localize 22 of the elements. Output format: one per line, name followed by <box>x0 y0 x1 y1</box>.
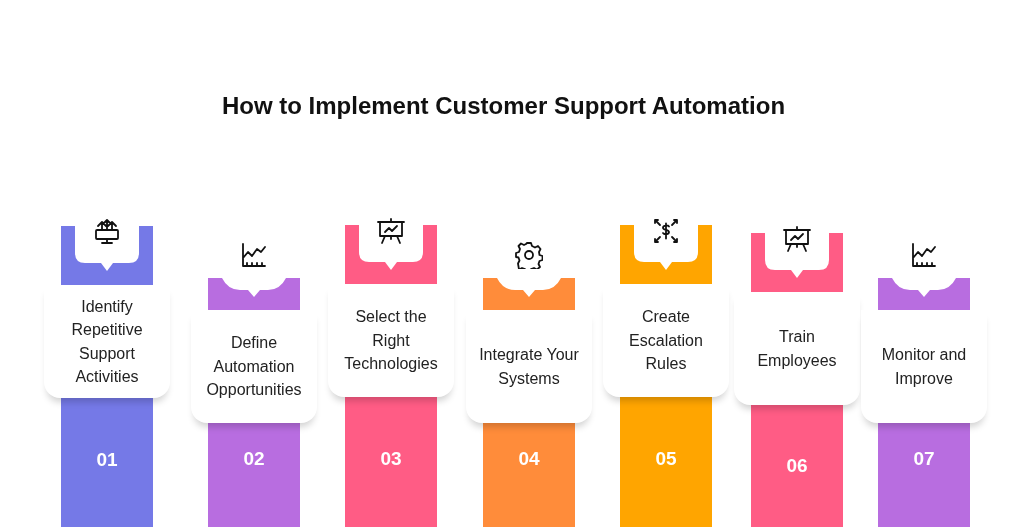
step-number: 06 <box>785 455 809 477</box>
step-label: Monitor and Improve <box>880 345 968 389</box>
step-label: Integrate Your Systems <box>478 345 580 389</box>
diagram-title: How to Implement Customer Support Automation <box>220 92 787 120</box>
step-card <box>328 284 454 397</box>
step-number: 03 <box>379 448 403 470</box>
step-card <box>191 310 317 423</box>
step-card <box>861 310 987 423</box>
step-label: Select the Right Technologies <box>343 307 439 375</box>
step-card <box>734 292 860 405</box>
step-number: 04 <box>517 448 541 470</box>
step-label: Train Employees <box>756 327 838 371</box>
step-label: Create Escalation Rules <box>628 307 704 375</box>
step-number: 07 <box>912 448 936 470</box>
step-number: 02 <box>242 448 266 470</box>
step-number: 01 <box>95 449 119 471</box>
step-number: 05 <box>654 448 678 470</box>
step-label: Define Automation Opportunities <box>205 333 303 401</box>
step-label: Identify Repetitive Support Activities <box>70 296 144 387</box>
step-card <box>44 285 170 398</box>
step-card <box>466 310 592 423</box>
step-card <box>603 284 729 397</box>
